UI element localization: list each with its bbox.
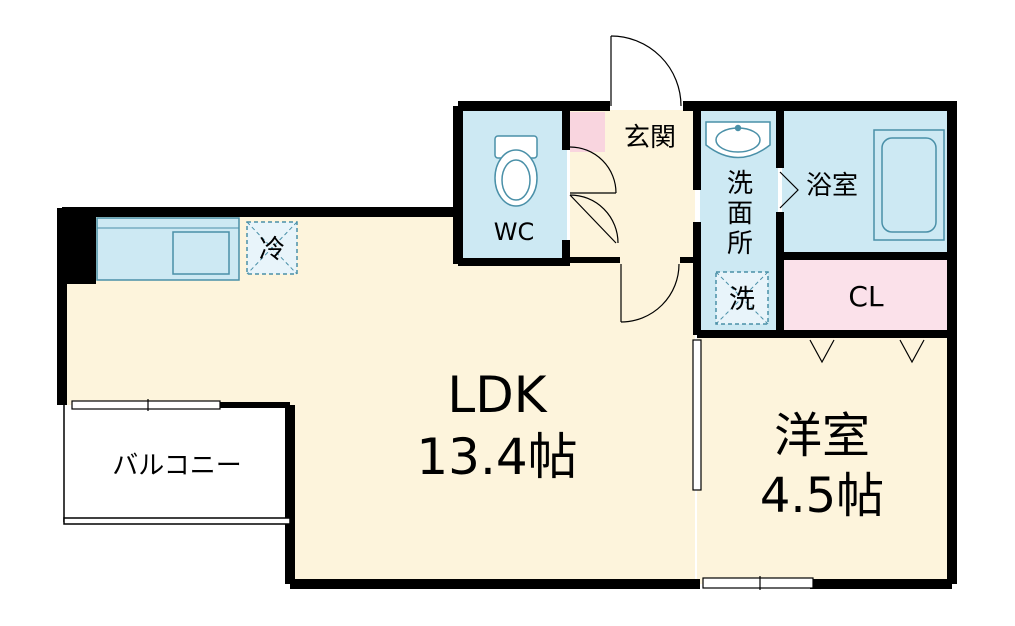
- bath-floor: [782, 110, 952, 255]
- closet-doors[interactable]: [809, 339, 925, 364]
- sink-icon: [705, 121, 771, 159]
- washroom-label-char: 洗: [727, 169, 753, 199]
- ldk-name: LDK: [447, 366, 547, 424]
- bath-door[interactable]: [779, 171, 799, 209]
- balcony-label: バルコニー: [112, 451, 241, 481]
- ldk-size: 13.4帖: [416, 428, 577, 486]
- toilet-icon: [494, 135, 538, 207]
- ldk-door[interactable]: [620, 263, 680, 323]
- bath-label: 浴室: [806, 171, 858, 201]
- entry-mat: [570, 112, 605, 152]
- wc-door[interactable]: [569, 146, 619, 244]
- western-room-floor: [697, 332, 952, 584]
- walls: [57, 101, 957, 589]
- labels: LDK 13.4帖 洋室 4.5帖 バルコニー 玄関 WC 洗面所 浴室 CL …: [112, 123, 884, 524]
- wc-label: WC: [494, 218, 535, 246]
- entrance-door[interactable]: [610, 35, 682, 107]
- western-size: 4.5帖: [760, 468, 884, 524]
- western-window: [702, 577, 814, 589]
- western-name: 洋室: [774, 408, 870, 464]
- balcony-window: [71, 400, 221, 410]
- fridge-space: [246, 221, 298, 275]
- washer-label: 洗: [729, 285, 755, 315]
- washroom-label-char: 所: [727, 229, 753, 259]
- partition-slide: [692, 339, 702, 491]
- genkan-label: 玄関: [624, 123, 676, 153]
- washer-space: [715, 271, 769, 325]
- balcony-rail: [63, 405, 291, 525]
- bathtub-icon: [873, 129, 945, 241]
- balcony-floor: [64, 410, 288, 522]
- closet-label: CL: [848, 280, 884, 313]
- washroom-label: 洗面所: [727, 169, 753, 259]
- washroom-label-char: 面: [727, 199, 753, 229]
- doors: [569, 35, 925, 364]
- fridge-label: 冷: [259, 235, 285, 265]
- kitchen-counter-icon: [96, 217, 240, 281]
- closet-floor: [782, 258, 952, 330]
- windows: [71, 339, 814, 590]
